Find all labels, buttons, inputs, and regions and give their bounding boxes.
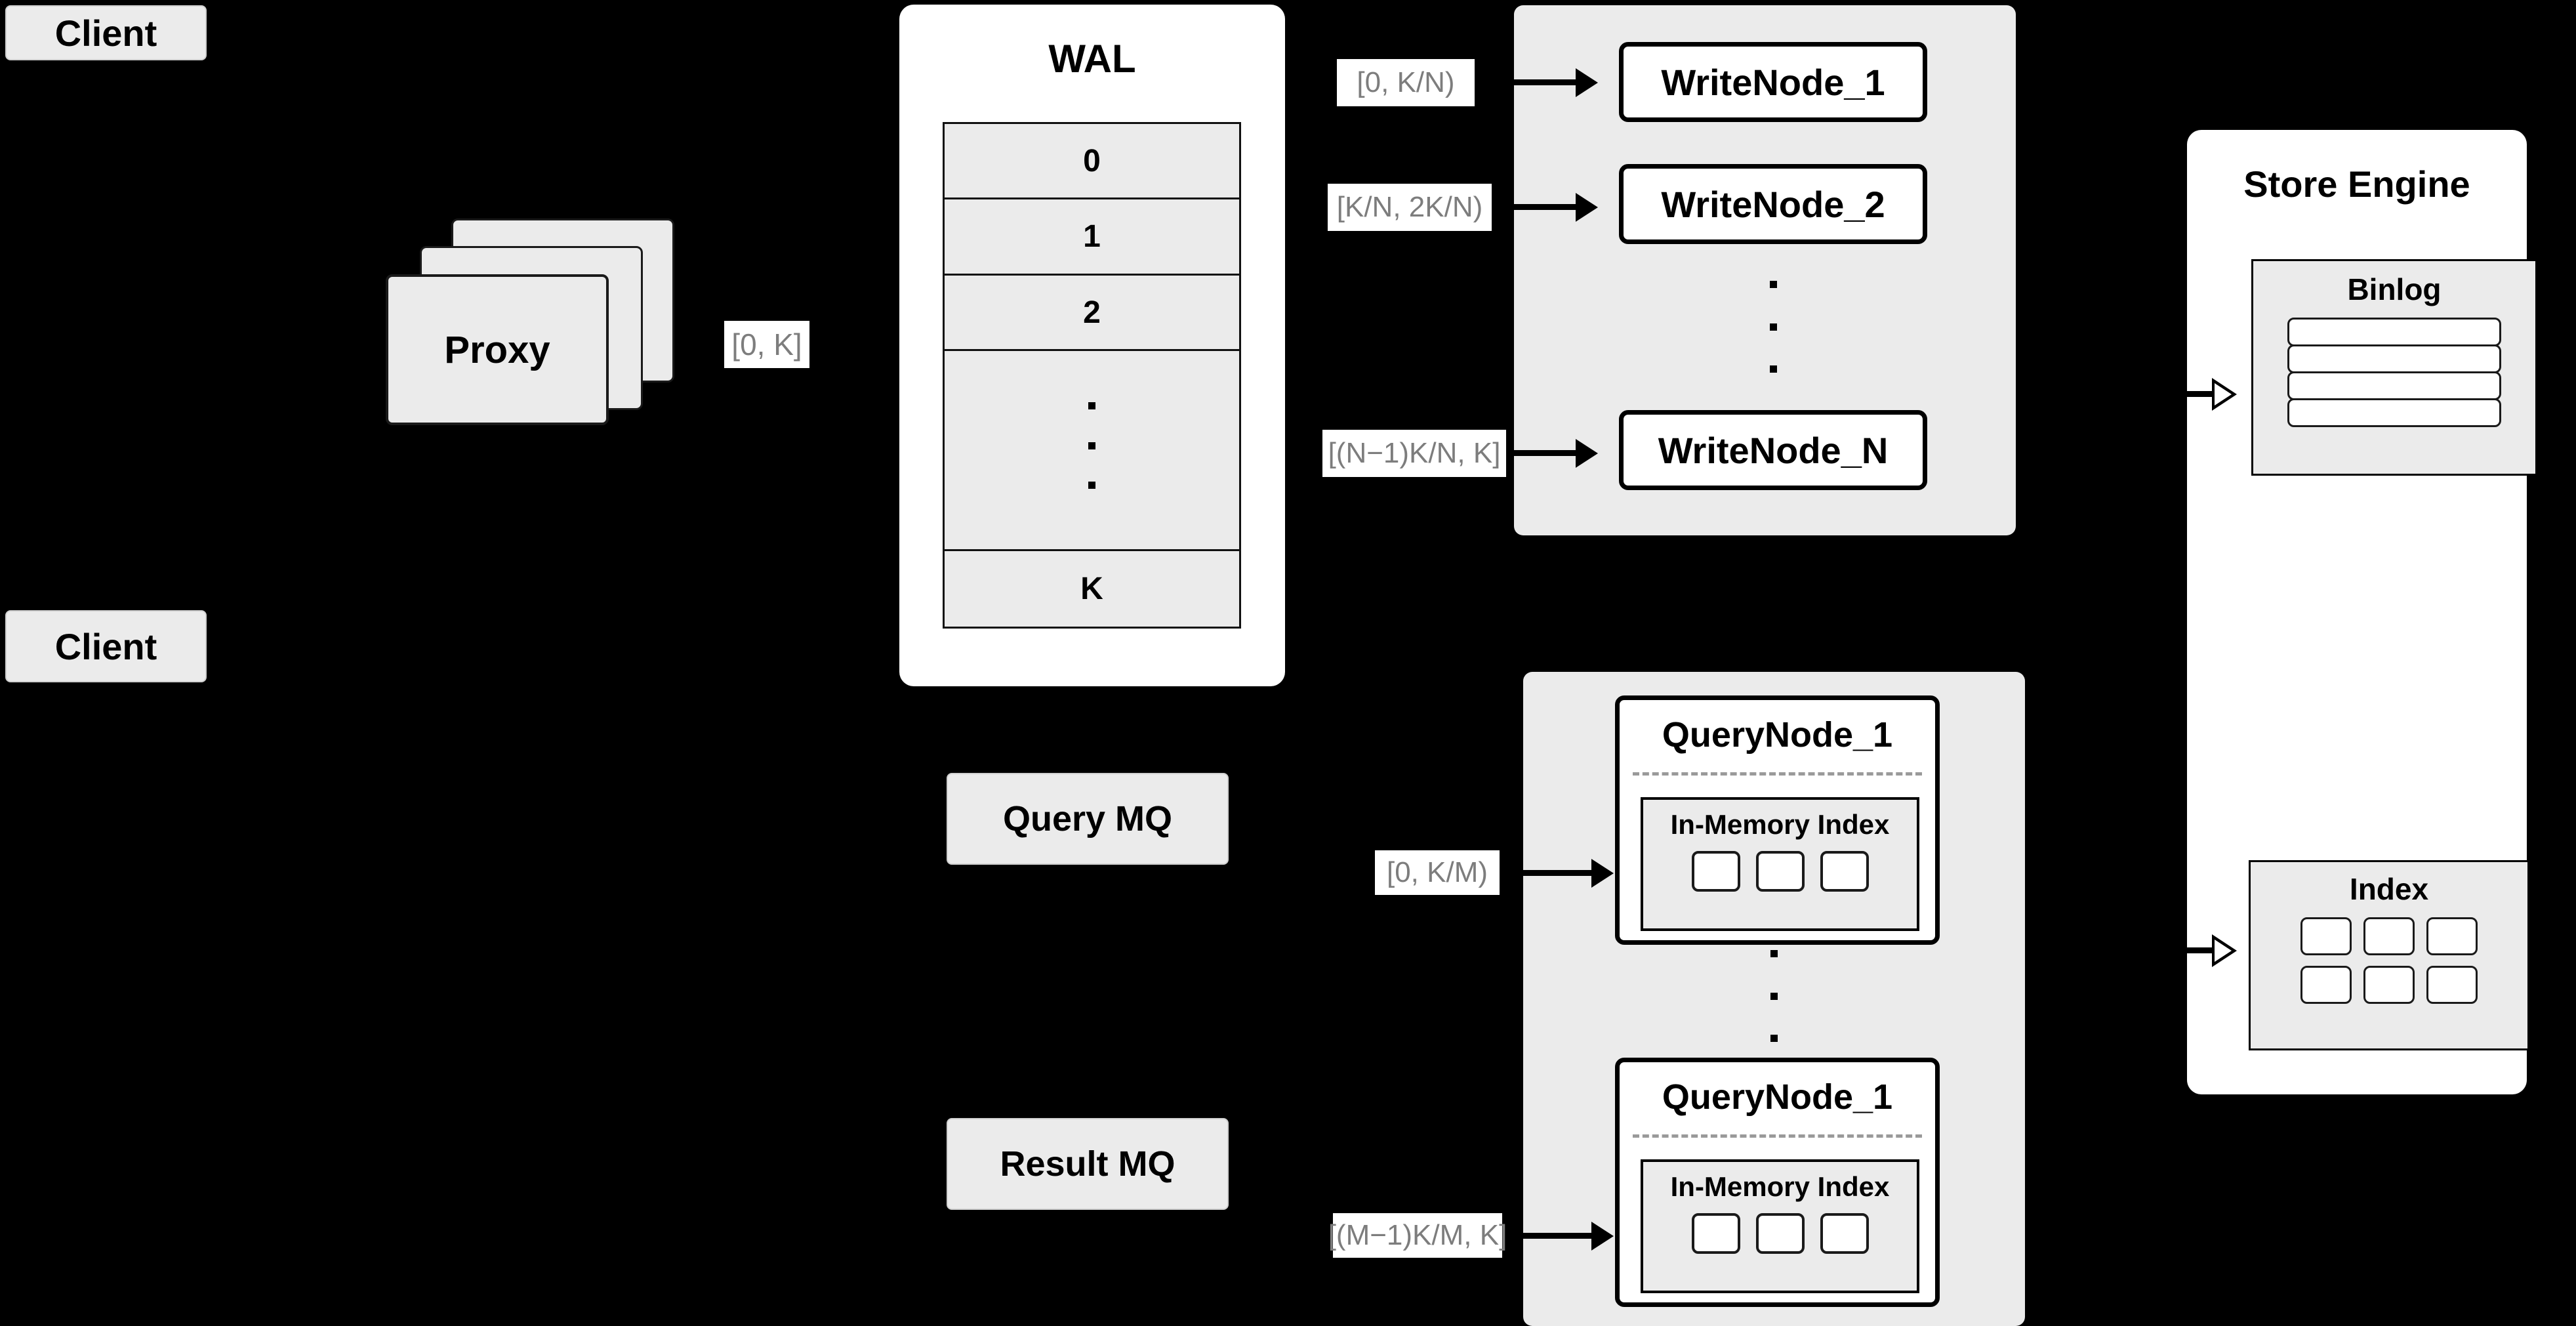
index-cell[interactable]: [2426, 966, 2478, 1004]
binlog-row[interactable]: [2287, 371, 2501, 400]
result-mq-box[interactable]: Result MQ: [947, 1118, 1229, 1210]
client-label: Client: [54, 12, 157, 54]
wal-table: 0 1 2 K: [943, 122, 1241, 629]
vertical-ellipsis-icon: [1769, 281, 1777, 373]
vertical-ellipsis-icon: [1088, 402, 1095, 489]
query-node-title: QueryNode_1: [1662, 1077, 1893, 1117]
binlog-row-list: [2287, 318, 2501, 427]
index-cell[interactable]: [2300, 917, 2352, 955]
in-memory-index-box: In-Memory Index: [1641, 797, 1919, 931]
wal-row-ellipsis: [945, 351, 1239, 551]
binlog-row[interactable]: [2287, 398, 2501, 427]
client-box-1[interactable]: Client: [5, 5, 207, 60]
query-node-1[interactable]: QueryNode_1 In-Memory Index: [1615, 695, 1940, 945]
arrow-head-write-node-1: [1576, 68, 1598, 97]
index-cell-row: [1691, 851, 1869, 892]
arrow-shaft-query-node-1: [1515, 870, 1591, 876]
query-node-m[interactable]: QueryNode_1 In-Memory Index: [1615, 1058, 1940, 1307]
index-cell[interactable]: [1691, 1213, 1740, 1254]
vertical-ellipsis-icon: [1770, 950, 1778, 1042]
binlog-row[interactable]: [2287, 318, 2501, 346]
arrow-head-query-node-1: [1591, 859, 1614, 888]
client-label: Client: [54, 625, 157, 667]
index-cell[interactable]: [1691, 851, 1740, 892]
edge-label-write-node-2: [K/N, 2K/N): [1328, 184, 1492, 231]
arrow-shaft-write-node-1: [1484, 79, 1576, 85]
in-memory-index-box: In-Memory Index: [1641, 1159, 1919, 1293]
index-cell[interactable]: [1755, 851, 1805, 892]
arrow-head-write-node-n: [1576, 439, 1598, 468]
write-node-n[interactable]: WriteNode_N: [1619, 410, 1927, 490]
wal-row[interactable]: K: [945, 550, 1239, 627]
arrow-head-query-node-m: [1591, 1222, 1614, 1251]
index-cell[interactable]: [2300, 966, 2352, 1004]
arrow-head-to-binlog: [2212, 378, 2237, 411]
edge-label-query-node-m: [(M−1)K/M, K]: [1328, 1213, 1507, 1258]
wal-title: WAL: [1048, 37, 1136, 81]
arrow-head-to-index: [2212, 934, 2237, 967]
index-cell-grid: [2300, 917, 2478, 1004]
wal-row[interactable]: 1: [945, 199, 1239, 276]
edge-label-query-node-1: [0, K/M): [1375, 850, 1500, 895]
client-box-2[interactable]: Client: [5, 610, 207, 682]
edge-label-write-node-1: [0, K/N): [1337, 59, 1475, 106]
index-cell[interactable]: [1755, 1213, 1805, 1254]
query-node-title: QueryNode_1: [1662, 715, 1893, 755]
edge-label-proxy-to-wal: [0, K]: [724, 321, 809, 368]
proxy-label: Proxy: [444, 328, 550, 371]
arrow-shaft-write-node-n: [1509, 450, 1576, 456]
index-box: Index: [2249, 860, 2529, 1050]
index-title: Index: [2349, 872, 2429, 906]
arrow-head-write-node-2: [1576, 193, 1598, 222]
write-node-1[interactable]: WriteNode_1: [1619, 42, 1927, 122]
index-cell-row: [1691, 1213, 1869, 1254]
index-cell[interactable]: [2363, 917, 2415, 955]
write-node-2[interactable]: WriteNode_2: [1619, 164, 1927, 244]
index-cell[interactable]: [2363, 966, 2415, 1004]
index-cell[interactable]: [2426, 917, 2478, 955]
in-memory-index-title: In-Memory Index: [1670, 1171, 1890, 1202]
query-mq-box[interactable]: Query MQ: [947, 773, 1229, 865]
index-cell[interactable]: [1820, 1213, 1869, 1254]
binlog-box: Binlog: [2251, 259, 2537, 476]
arrow-shaft-write-node-2: [1501, 204, 1576, 210]
query-node-divider: [1633, 772, 1922, 776]
binlog-title: Binlog: [2347, 272, 2442, 306]
proxy-box[interactable]: Proxy: [386, 274, 609, 425]
arrow-shaft-query-node-m: [1518, 1233, 1591, 1239]
query-node-divider: [1633, 1134, 1922, 1138]
arrow-shaft-to-binlog: [2163, 391, 2212, 397]
index-cell[interactable]: [1820, 851, 1869, 892]
store-engine-title: Store Engine: [2243, 163, 2470, 205]
binlog-row[interactable]: [2287, 344, 2501, 373]
edge-label-write-node-n: [(N−1)K/N, K]: [1322, 430, 1506, 477]
wal-row[interactable]: 2: [945, 275, 1239, 352]
wal-row[interactable]: 0: [945, 124, 1239, 200]
in-memory-index-title: In-Memory Index: [1670, 809, 1890, 840]
arrow-shaft-to-index: [2163, 947, 2212, 953]
